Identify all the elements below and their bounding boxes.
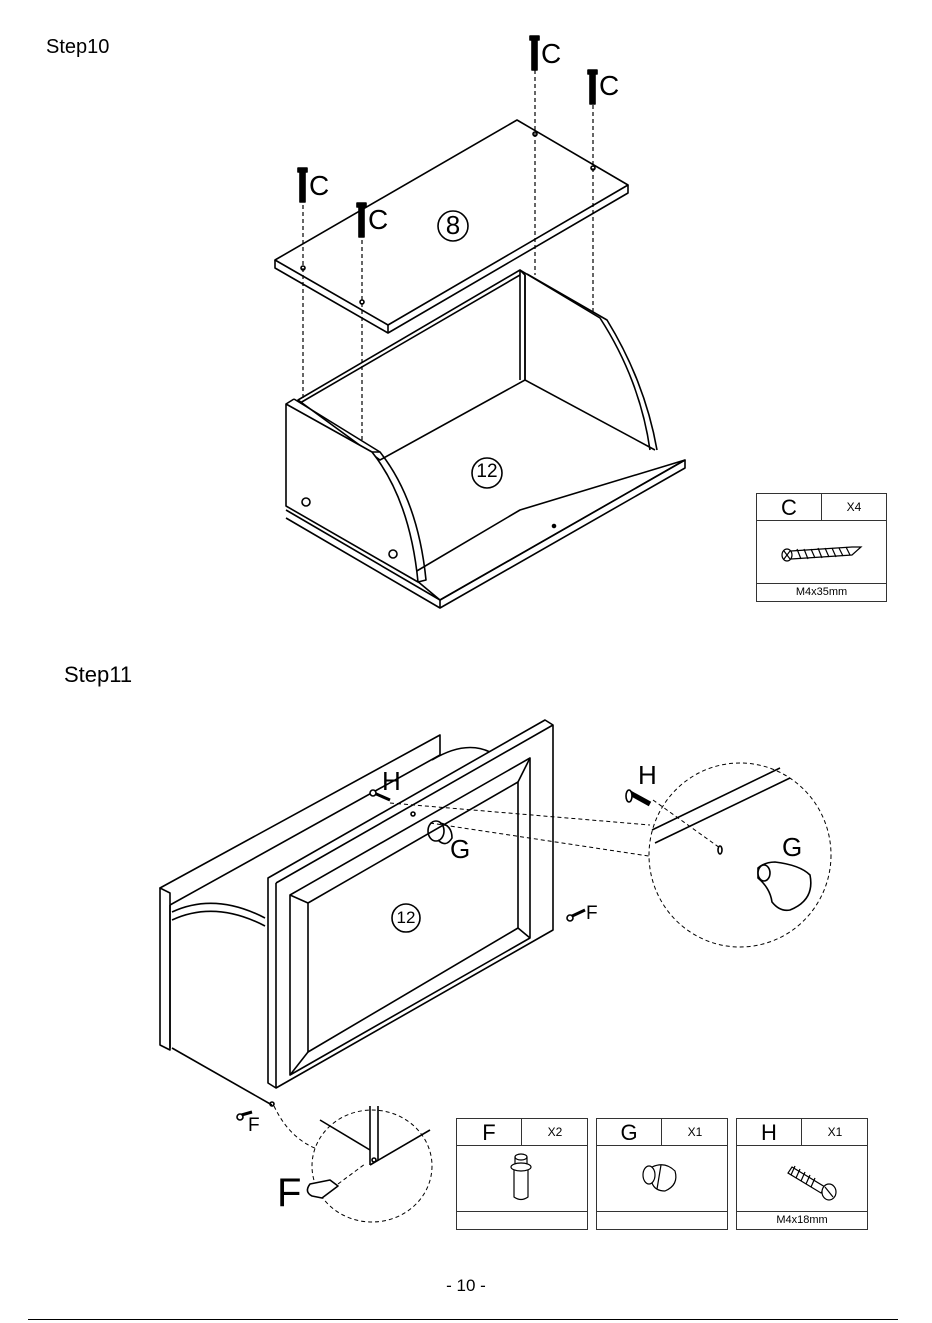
part-letter: C [757, 494, 822, 520]
part-qty: X1 [663, 1119, 727, 1145]
panel-number-12: 12 [472, 461, 502, 483]
label-f: F [248, 1116, 260, 1135]
part-box-c: C X4 M4x35mm [756, 493, 887, 602]
label-h-detail: H [638, 762, 657, 788]
part-spec: M4x18mm [737, 1211, 867, 1229]
panel-number-12: 12 [392, 908, 420, 928]
part-letter: F [457, 1119, 522, 1145]
label-f: F [586, 904, 598, 923]
door-assembly-drawing [160, 720, 585, 1120]
knob-icon [597, 1147, 727, 1213]
machine-screw-icon [737, 1147, 867, 1213]
part-box-g: G X1 [596, 1118, 728, 1230]
screw-label-c: C [599, 72, 619, 100]
part-qty: X2 [523, 1119, 587, 1145]
panel-number-8: 8 [438, 210, 468, 241]
screw-label-c: C [309, 172, 329, 200]
cam-dowel-icon [457, 1147, 587, 1213]
part-box-h: H X1 M4x18mm [736, 1118, 868, 1230]
label-g-detail: G [782, 834, 802, 860]
cabinet-body-drawing [286, 270, 685, 608]
part-spec [597, 1211, 727, 1229]
part-letter: G [597, 1119, 662, 1145]
label-g: G [450, 836, 470, 862]
label-h: H [382, 768, 401, 794]
part-spec: M4x35mm [757, 583, 886, 601]
part-spec [457, 1211, 587, 1229]
screw-label-c: C [368, 206, 388, 234]
part-qty: X4 [822, 494, 886, 520]
label-f-detail: F [277, 1173, 301, 1213]
screw-label-c: C [541, 40, 561, 68]
page-number: - 10 - [0, 1276, 932, 1296]
footer-rule [28, 1319, 898, 1320]
part-box-f: F X2 [456, 1118, 588, 1230]
step11-title: Step11 [64, 662, 132, 688]
part-qty: X1 [803, 1119, 867, 1145]
part-letter: H [737, 1119, 802, 1145]
